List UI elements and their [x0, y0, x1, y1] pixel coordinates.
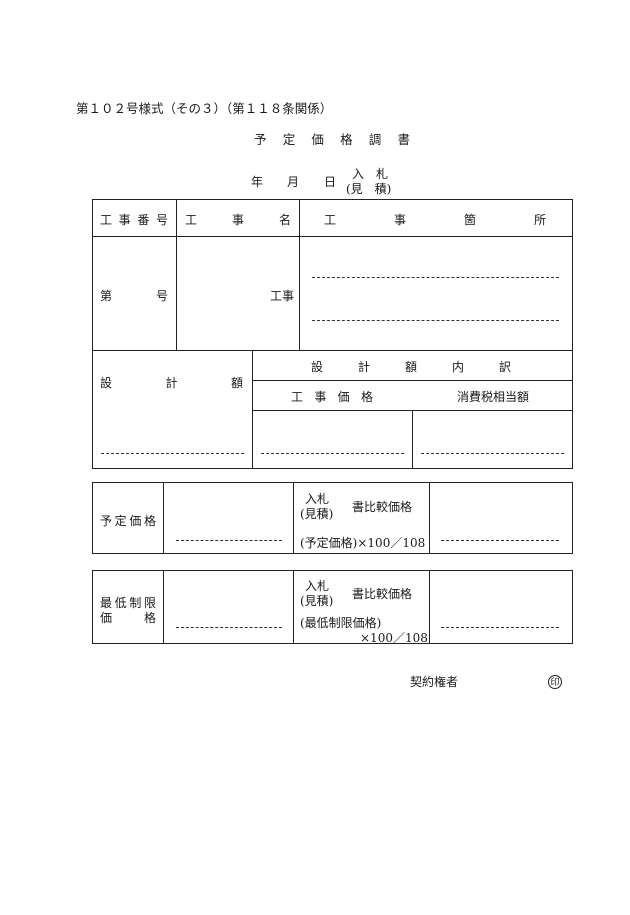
- header-char: 工: [100, 213, 113, 227]
- header-char: 事: [231, 213, 244, 227]
- seal-icon: 印: [548, 675, 562, 689]
- design-amount-line: [101, 453, 244, 454]
- scheduled-formula: (予定価格)×100／108: [300, 536, 426, 550]
- label-char: 価: [129, 514, 142, 528]
- header-char: 番: [137, 213, 150, 227]
- label-char: 格: [143, 514, 156, 528]
- header-construction-number: 工 事 番 号: [100, 211, 168, 228]
- label-char: 格: [360, 390, 373, 404]
- contract-authority-label: 契約権者: [410, 675, 459, 689]
- title-char: 価: [311, 132, 324, 147]
- label-char: 設: [100, 376, 113, 390]
- label-char: 額: [230, 376, 243, 390]
- header-char: 号: [155, 213, 168, 227]
- estimate-label: (見積): [300, 507, 334, 521]
- title-char: 調: [368, 132, 382, 147]
- date-month: 月: [287, 175, 300, 189]
- tender-line2: (見 積): [346, 182, 392, 196]
- label-char: 格: [143, 611, 156, 625]
- bid-label: 入札: [305, 579, 330, 593]
- title-char: 定: [282, 132, 296, 147]
- tender-line1: 入 札: [352, 167, 389, 181]
- label-char: 制: [129, 596, 142, 610]
- header-char: 所: [533, 213, 546, 227]
- construction-number-cell: 第 号: [100, 287, 168, 304]
- header-char: 事: [393, 213, 406, 227]
- number-suffix: 号: [155, 289, 168, 303]
- label-char: 最: [100, 596, 113, 610]
- header-construction-name: 工 事 名: [185, 211, 291, 228]
- design-amount-label: 設 計 額: [100, 374, 243, 391]
- label-char: 低: [114, 596, 127, 610]
- minimum-price-label-line2: 価 格: [100, 609, 156, 626]
- comparison-price-label: 書比較価格: [352, 500, 413, 514]
- title-char: 予: [254, 132, 267, 147]
- construction-price-label: 工 事 価 格: [291, 388, 373, 405]
- label-char: 額: [404, 360, 417, 374]
- label-char: 価: [337, 390, 350, 404]
- header-char: 事: [118, 213, 131, 227]
- header-char: 工: [185, 213, 198, 227]
- document-title: 予 定 価 格 調 書: [254, 129, 410, 148]
- place-entry-line: [312, 320, 559, 321]
- header-construction-place: 工 事 箇 所: [324, 211, 546, 228]
- tax-line: [421, 453, 564, 454]
- label-char: 計: [357, 360, 370, 374]
- bid-label: 入札: [305, 492, 330, 506]
- comparison-price-line: [441, 540, 559, 541]
- design-breakdown-label: 設 計 額 内 訳: [311, 358, 511, 375]
- place-entry-line: [312, 277, 559, 278]
- scheduled-price-line: [176, 540, 282, 541]
- minimum-price-line: [176, 627, 282, 628]
- label-char: 予: [100, 514, 113, 528]
- construction-name-suffix: 工事: [270, 289, 295, 303]
- comparison-price-line: [441, 627, 559, 628]
- form-number: 第１０２号様式（その３）（第１１８条関係）: [76, 101, 333, 116]
- label-char: 定: [114, 514, 127, 528]
- label-char: 限: [143, 596, 156, 610]
- label-char: 設: [311, 360, 324, 374]
- minimum-formula-line2: ×100／108: [360, 631, 428, 645]
- scheduled-price-label: 予 定 価 格: [100, 512, 156, 529]
- label-char: 計: [165, 376, 178, 390]
- header-char: 箇: [463, 213, 476, 227]
- title-char: 書: [397, 132, 410, 147]
- comparison-price-label: 書比較価格: [352, 587, 413, 601]
- tax-label: 消費税相当額: [457, 390, 530, 404]
- minimum-formula-line1: (最低制限価格): [300, 616, 382, 630]
- date-year: 年: [251, 175, 264, 189]
- date-day: 日: [324, 175, 337, 189]
- header-char: 名: [278, 213, 291, 227]
- label-char: 事: [314, 390, 327, 404]
- label-char: 訳: [498, 360, 511, 374]
- estimate-label: (見積): [300, 594, 334, 608]
- label-char: 価: [100, 611, 113, 625]
- title-char: 格: [340, 132, 353, 147]
- construction-price-line: [261, 453, 404, 454]
- number-prefix: 第: [100, 289, 113, 303]
- minimum-price-label-line1: 最 低 制 限: [100, 594, 156, 611]
- label-char: 工: [291, 390, 304, 404]
- label-char: 内: [451, 360, 464, 374]
- header-char: 工: [324, 213, 337, 227]
